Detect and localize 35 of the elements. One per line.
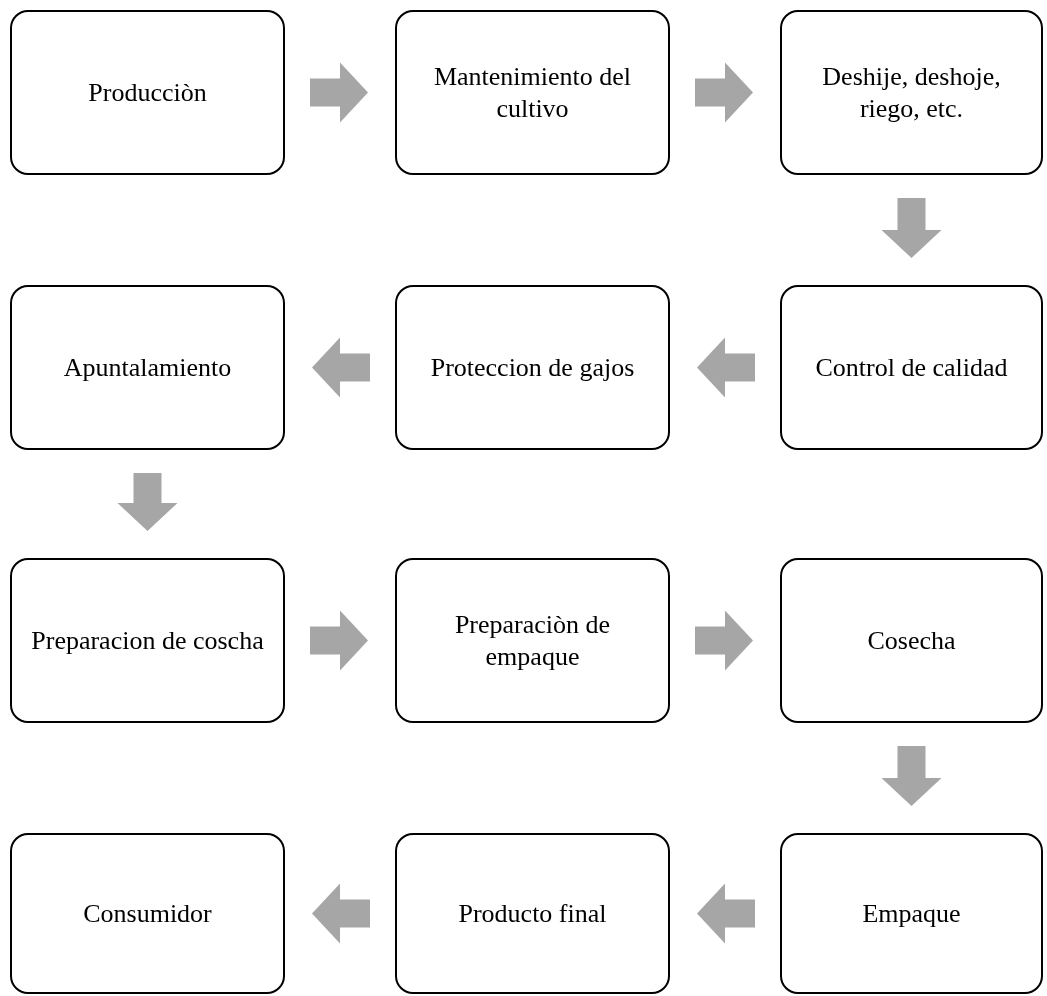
block-arrow [695, 62, 753, 123]
step-label: Preparacion de coscha [31, 624, 264, 657]
process-box [395, 285, 670, 450]
process-box [10, 285, 285, 450]
block-arrow [310, 62, 368, 123]
process-box [10, 558, 285, 723]
step-label: Preparaciòn de empaque [453, 609, 612, 672]
block-arrow [697, 337, 755, 398]
step-label: Apuntalamiento [63, 351, 232, 384]
process-box [780, 558, 1043, 723]
step-label: Consumidor [83, 897, 212, 930]
process-box [10, 833, 285, 994]
process-box [10, 10, 285, 175]
process-box [780, 285, 1043, 450]
block-arrow [310, 610, 368, 671]
block-arrow [695, 610, 753, 671]
step-label: Producciòn [88, 76, 207, 109]
block-arrow [117, 473, 178, 531]
process-box [780, 10, 1043, 175]
block-arrow [312, 883, 370, 944]
block-arrow [312, 337, 370, 398]
step-label: Cosecha [867, 624, 956, 657]
process-box [395, 10, 670, 175]
step-label: Producto final [458, 897, 607, 930]
block-arrow [697, 883, 755, 944]
process-box [780, 833, 1043, 994]
step-label: Proteccion de gajos [430, 351, 635, 384]
block-arrow [881, 198, 942, 258]
step-label: Empaque [862, 897, 961, 930]
step-label: Mantenimiento del cultivo [432, 61, 633, 124]
step-label: Deshije, deshoje, riego, etc. [821, 61, 1002, 124]
step-label: Control de calidad [815, 351, 1008, 384]
block-arrow [881, 746, 942, 806]
process-box [395, 558, 670, 723]
process-box [395, 833, 670, 994]
